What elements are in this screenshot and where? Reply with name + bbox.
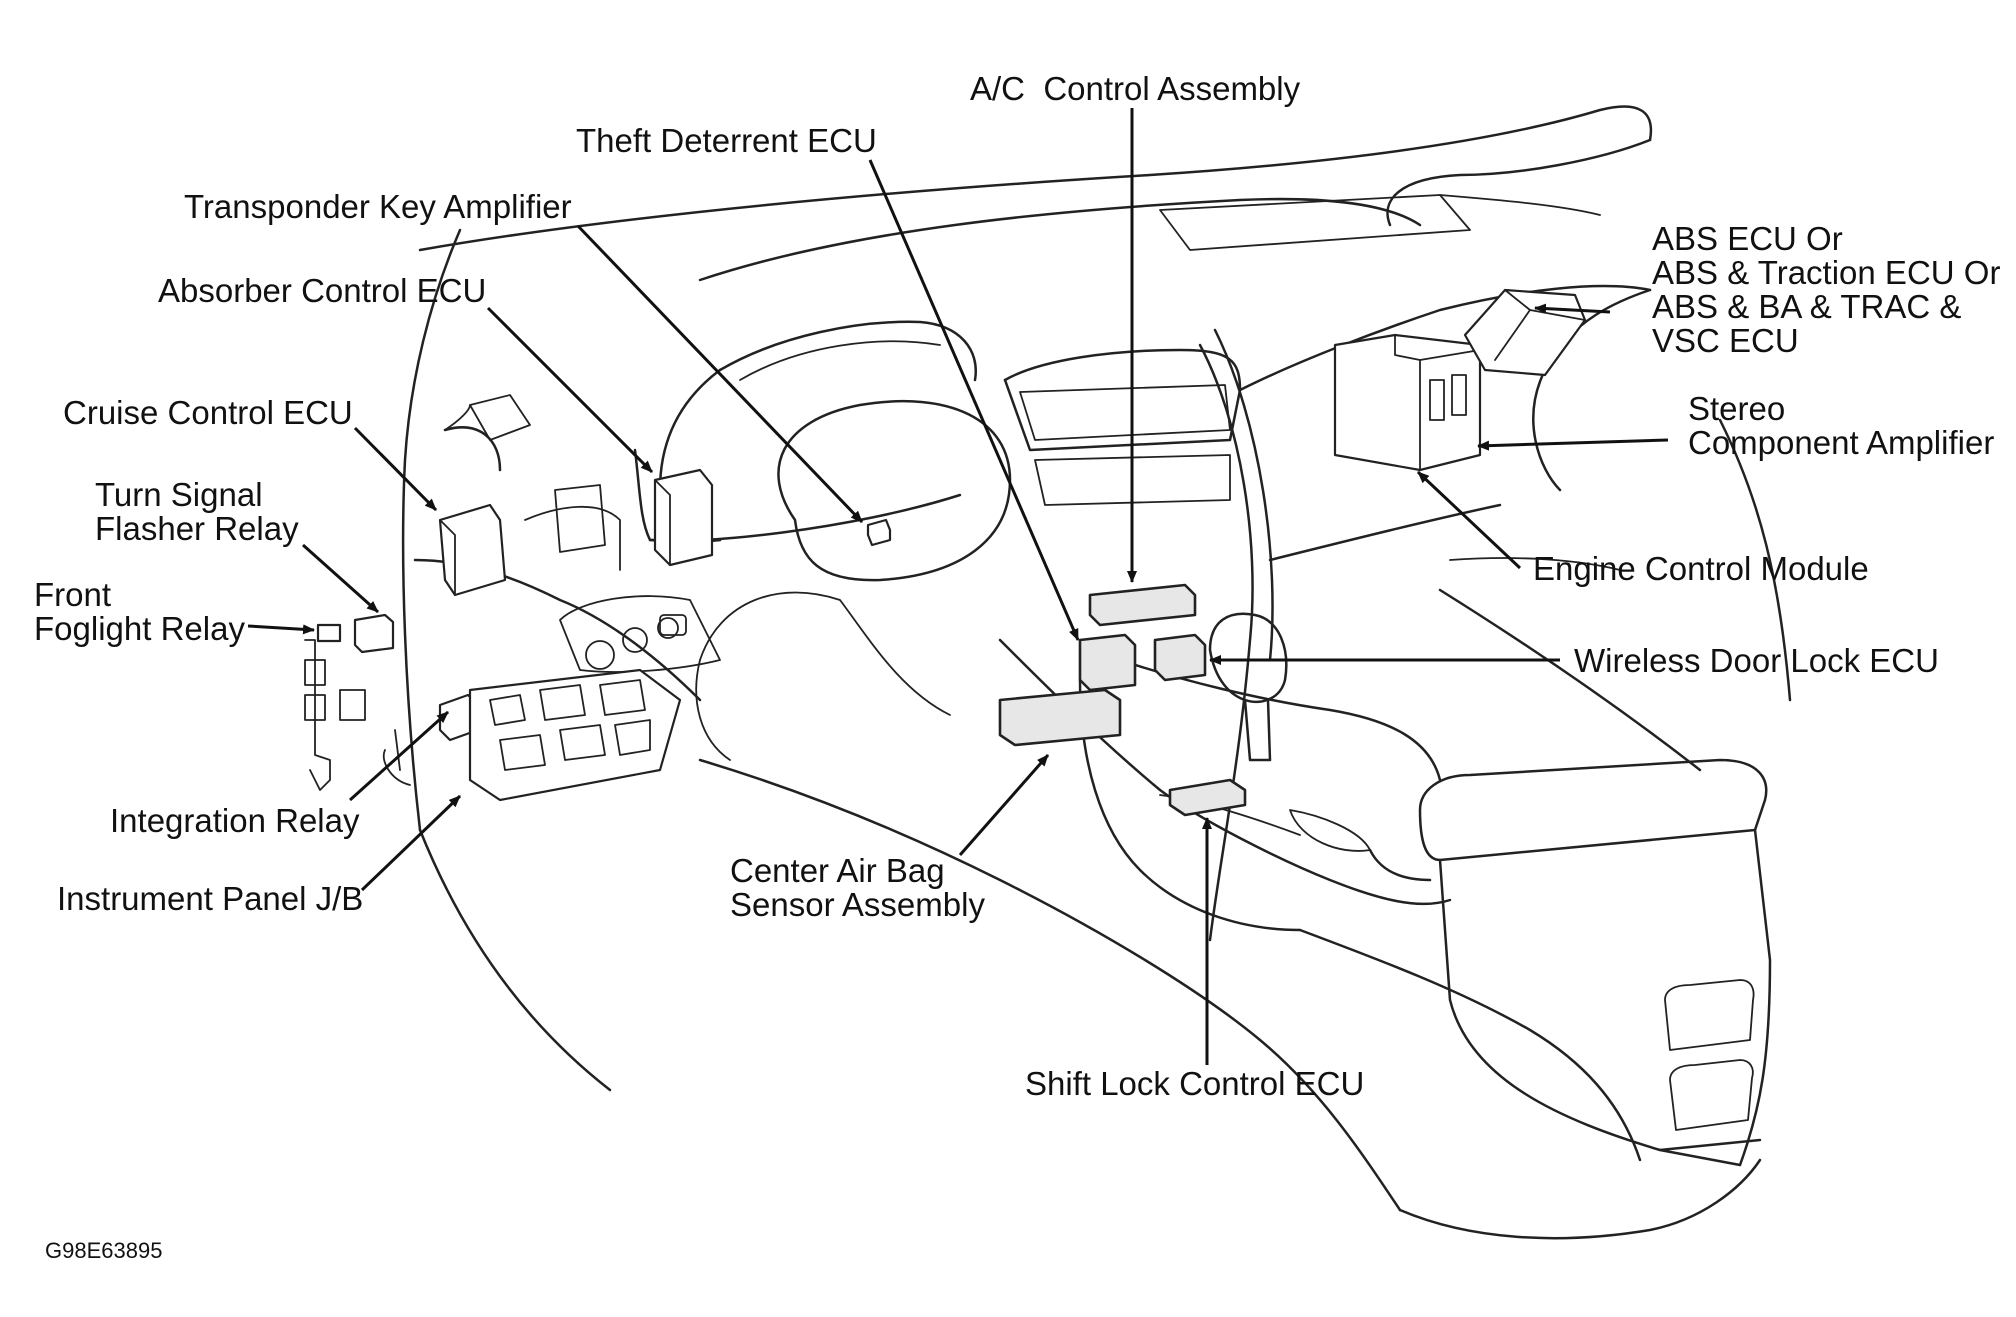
label-cruise-control-ecu: Cruise Control ECU	[63, 394, 353, 431]
leader-absorber	[486, 306, 654, 474]
label-ac-control-assembly: A/C Control Assembly	[970, 70, 1301, 107]
leader-cruise	[353, 426, 438, 512]
front-foglight-relay-shape	[316, 623, 342, 643]
label-front-foglight-relay: Front Foglight Relay	[34, 576, 245, 647]
shift-lock-control-ecu-shape	[1168, 778, 1247, 817]
label-engine-control-module: Engine Control Module	[1533, 550, 1869, 587]
label-transponder-key-amplifier: Transponder Key Amplifier	[184, 188, 572, 225]
leader-integration	[348, 710, 450, 802]
label-turn-signal-flasher-relay: Turn Signal Flasher Relay	[95, 476, 299, 547]
components	[304, 288, 1587, 817]
instrument-panel-jb-shape	[468, 668, 682, 802]
leader-abs	[1534, 303, 1611, 314]
label-shift-lock-control-ecu: Shift Lock Control ECU	[1025, 1065, 1364, 1102]
transponder-key-amplifier-shape	[866, 518, 892, 547]
callout-labels: A/C Control Assembly Theft Deterrent ECU…	[34, 70, 2010, 1263]
wireless-door-lock-ecu-shape	[1153, 633, 1207, 682]
engine-control-module-shape	[1333, 333, 1482, 472]
leader-front-foglight	[247, 624, 315, 635]
leader-theft-deterrent	[868, 159, 1080, 641]
label-center-air-bag-sensor-assembly: Center Air Bag Sensor Assembly	[730, 852, 985, 923]
ac-control-assembly-shape	[1088, 583, 1197, 627]
label-theft-deterrent-ecu: Theft Deterrent ECU	[576, 122, 877, 159]
leader-transponder	[576, 224, 864, 524]
label-abs-ecu: ABS ECU Or ABS & Traction ECU Or ABS & B…	[1652, 220, 2010, 359]
label-integration-relay: Integration Relay	[110, 802, 360, 839]
leader-lines	[247, 108, 1669, 1065]
leader-instrument-panel	[360, 794, 462, 892]
absorber-control-ecu-shape	[653, 468, 714, 567]
label-absorber-control-ecu: Absorber Control ECU	[158, 272, 486, 309]
leader-center-airbag	[958, 754, 1050, 856]
leader-stereo	[1477, 438, 1669, 451]
label-instrument-panel-jb: Instrument Panel J/B	[57, 880, 363, 917]
label-stereo-component-amplifier: Stereo Component Amplifier	[1688, 390, 1994, 461]
center-air-bag-sensor-shape	[998, 688, 1122, 747]
cruise-control-ecu-shape	[438, 503, 507, 597]
label-wireless-door-lock-ecu: Wireless Door Lock ECU	[1574, 642, 1939, 679]
abs-ecu-shape	[1463, 288, 1587, 377]
leader-engine-control	[1416, 470, 1522, 570]
leader-turn-signal	[302, 543, 379, 614]
turn-signal-flasher-relay-shape	[353, 613, 395, 654]
theft-deterrent-ecu-shape	[1078, 633, 1137, 692]
figure-reference-code: G98E63895	[45, 1238, 162, 1263]
